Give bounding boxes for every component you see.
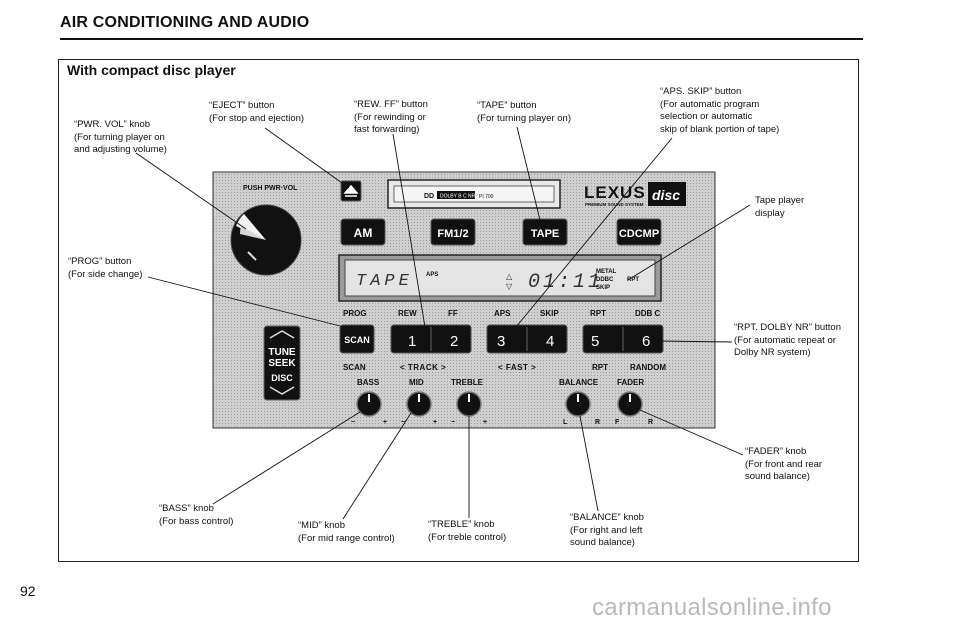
preset-button-3-4: 3 4 — [486, 324, 568, 354]
mid-label: MID — [409, 378, 424, 387]
balance-knob — [565, 391, 591, 417]
svg-text:+: + — [433, 419, 437, 426]
svg-text:PREMIUM SOUND SYSTEM: PREMIUM SOUND SYSTEM — [585, 202, 644, 207]
push-pwr-vol-label: PUSH PWR·VOL — [243, 185, 298, 192]
knob-scale-marks: − + − + − + L R F R — [351, 419, 653, 426]
svg-text:AM: AM — [354, 226, 373, 240]
preset-button-5-6: 5 6 — [582, 324, 664, 354]
svg-text:2: 2 — [450, 333, 458, 350]
svg-text:TUNE: TUNE — [268, 347, 296, 358]
svg-text:SCAN: SCAN — [343, 363, 366, 372]
svg-text:△: △ — [506, 272, 513, 281]
svg-text:F: F — [615, 419, 620, 426]
callout-rpt-dolby: “RPT. DOLBY NR” button(For automatic rep… — [734, 322, 842, 358]
svg-text:CDCMP: CDCMP — [619, 228, 659, 240]
svg-text:SKIP: SKIP — [540, 309, 559, 318]
button-bottom-labels: SCAN < TRACK > < FAST > RPT RANDOM — [343, 363, 666, 372]
callout-treble: “TREBLE” knob(For treble control) — [428, 519, 507, 543]
svg-text:DISC: DISC — [271, 373, 293, 383]
callout-aps-skip: “APS. SKIP” button(For automatic program… — [660, 86, 780, 135]
svg-text:R: R — [595, 419, 600, 426]
svg-text:RPT: RPT — [627, 277, 639, 283]
pwr-vol-knob-highlight — [236, 214, 266, 240]
tune-seek-disc-button: TUNE SEEK DISC — [263, 325, 301, 401]
dolby-label-box — [437, 191, 475, 199]
svg-text:−: − — [401, 419, 405, 426]
figure-frame — [58, 59, 859, 562]
svg-text:FF: FF — [448, 309, 458, 318]
callout-mid: “MID” knob(For mid range control) — [298, 520, 395, 544]
svg-text:disc: disc — [652, 187, 680, 203]
svg-text:FM1/2: FM1/2 — [437, 228, 468, 240]
svg-text:L: L — [563, 419, 568, 426]
svg-text:RPT: RPT — [592, 363, 608, 372]
lexus-logo: LEXUS — [584, 183, 646, 202]
svg-text:4: 4 — [546, 333, 554, 350]
treble-knob — [456, 391, 482, 417]
svg-text:PI 700: PI 700 — [479, 194, 494, 200]
svg-text:APS: APS — [494, 309, 511, 318]
svg-text:SEEK: SEEK — [268, 358, 296, 369]
svg-text:RPT: RPT — [590, 309, 606, 318]
svg-text:DDB C: DDB C — [635, 309, 661, 318]
fm-button: FM1/2 — [430, 218, 476, 246]
bass-knob — [356, 391, 382, 417]
svg-text:SCAN: SCAN — [344, 335, 370, 345]
scan-button: SCAN — [339, 324, 375, 354]
svg-text:METAL: METAL — [596, 269, 617, 275]
title-rule — [60, 38, 863, 40]
svg-text:DDBC: DDBC — [596, 277, 614, 283]
display-digits: 01:11 — [528, 271, 603, 294]
svg-text:5: 5 — [591, 333, 599, 350]
callout-tape: “TAPE” button(For turning player on) — [477, 100, 571, 124]
tape-button: TAPE — [522, 218, 568, 246]
svg-text:REW: REW — [398, 309, 417, 318]
svg-text:+: + — [483, 419, 487, 426]
svg-text:SKIP: SKIP — [596, 285, 610, 291]
cd-button: CDCMP — [616, 218, 662, 246]
svg-text:DD: DD — [424, 193, 434, 200]
svg-text:3: 3 — [497, 333, 505, 350]
svg-text:▽: ▽ — [506, 282, 513, 291]
watermark: carmanualsonline.info — [592, 594, 832, 621]
svg-text:6: 6 — [642, 333, 650, 350]
callout-eject: “EJECT” button(For stop and ejection) — [209, 100, 305, 124]
display-main-text: TAPE — [356, 272, 413, 291]
svg-text:RANDOM: RANDOM — [630, 363, 666, 372]
fader-knob — [617, 391, 643, 417]
page-title: AIR CONDITIONING AND AUDIO — [60, 14, 310, 31]
svg-text:1: 1 — [408, 333, 416, 350]
svg-text:DOLBY B C NR: DOLBY B C NR — [440, 194, 476, 200]
svg-text:R: R — [648, 419, 653, 426]
eject-icon — [343, 184, 359, 197]
preset-button-1-2: 1 2 — [390, 324, 472, 354]
fader-label: FADER — [617, 378, 644, 387]
svg-text:−: − — [451, 419, 455, 426]
callout-prog: “PROG” button(For side change) — [68, 256, 143, 280]
svg-text:PROG: PROG — [343, 309, 367, 318]
bass-label: BASS — [357, 378, 380, 387]
svg-text:−: − — [351, 419, 355, 426]
compact-disc-logo — [648, 182, 686, 206]
treble-label: TREBLE — [451, 378, 484, 387]
am-button: AM — [340, 218, 386, 246]
svg-text:APS: APS — [426, 272, 438, 278]
svg-text:< FAST >: < FAST > — [498, 363, 536, 372]
svg-text:+: + — [383, 419, 387, 426]
figure-subtitle: With compact disc player — [67, 62, 236, 78]
svg-text:< TRACK >: < TRACK > — [400, 363, 446, 372]
mid-knob — [406, 391, 432, 417]
page-number: 92 — [20, 583, 36, 599]
callout-leader-lines — [135, 126, 751, 520]
button-top-labels: PROG REW FF APS SKIP RPT DDB C — [343, 309, 661, 318]
callout-bass: “BASS” knob(For bass control) — [159, 503, 234, 527]
svg-text:TAPE: TAPE — [531, 228, 560, 240]
balance-label: BALANCE — [559, 378, 599, 387]
